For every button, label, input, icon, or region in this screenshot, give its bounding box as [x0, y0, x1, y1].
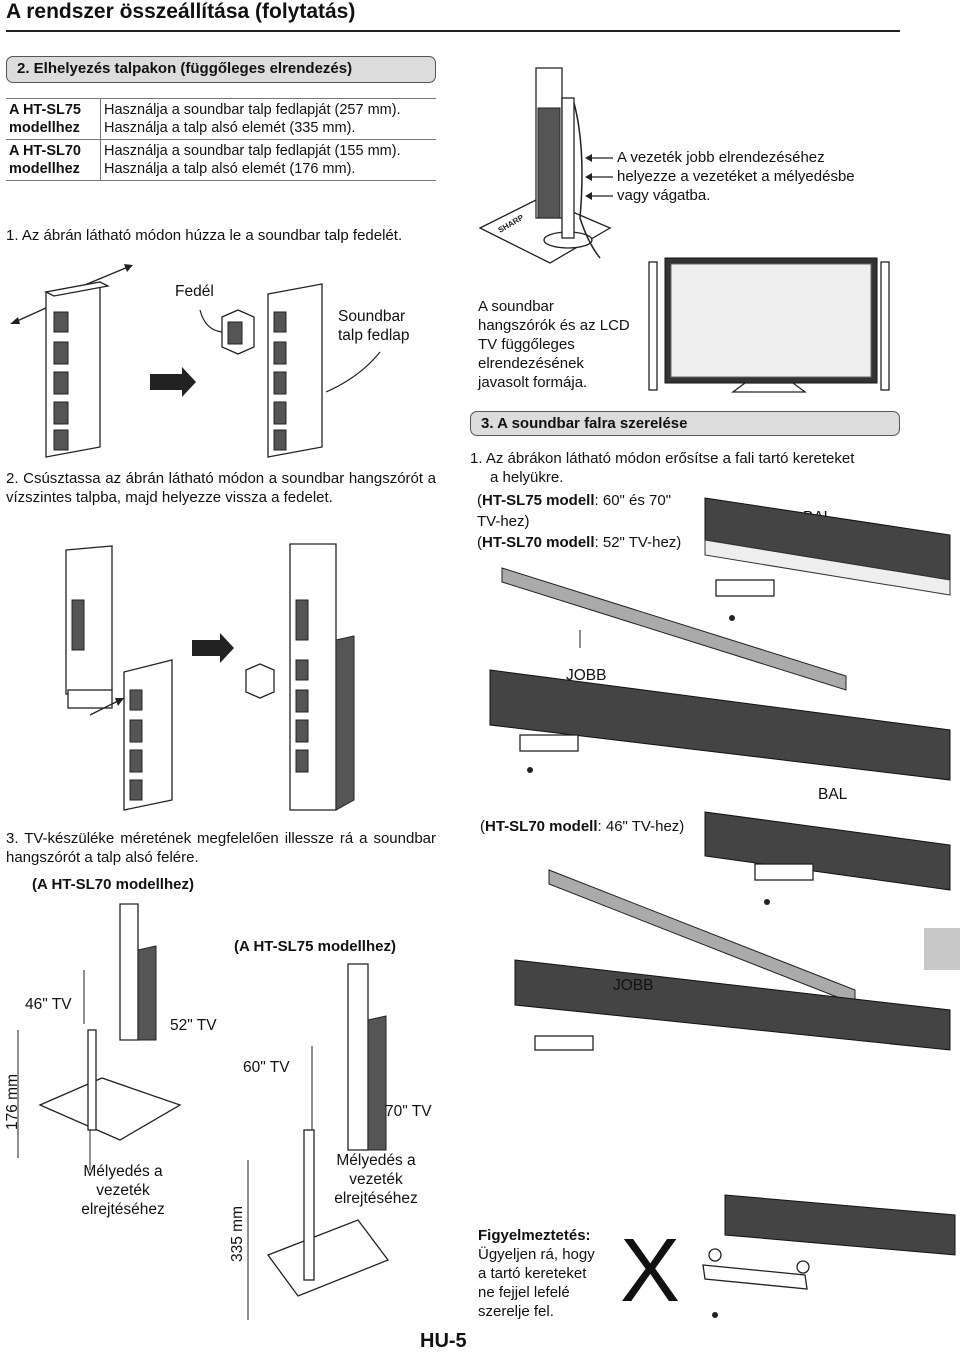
wall-bracket-diagram-a — [489, 497, 951, 781]
tv70-label: 70" TV — [385, 1103, 432, 1120]
step3-text: 3. TV-készüléke méretének megfelelően il… — [6, 830, 436, 866]
stand-sl75 — [247, 963, 390, 1320]
title-rule — [6, 30, 900, 32]
mm176-label: 176 mm — [4, 1074, 21, 1130]
mm335-label: 335 mm — [229, 1206, 246, 1262]
recommended-text: A soundbar hangszórók és az LCD TV függő… — [478, 298, 630, 391]
tv60-label: 60" TV — [243, 1059, 290, 1076]
table-line: Használja a soundbar talp fedlapját (257… — [104, 102, 401, 118]
plate-label: Soundbar talp fedlap — [338, 308, 410, 344]
for-sl70: (A HT-SL70 modellhez) — [32, 876, 194, 893]
table-line: Használja a soundbar talp fedlapját (155… — [104, 143, 401, 159]
label-jobb-b: JOBB — [613, 977, 654, 994]
for-sl75: (A HT-SL75 modellhez) — [234, 938, 396, 955]
wall-bracket-diagram-b — [514, 811, 951, 1051]
table-line: Használja a talp alsó elemét (335 mm). — [104, 120, 356, 136]
warning-title: Figyelmeztetés: — [478, 1227, 591, 1244]
recess-a: Mélyedés a vezeték elrejtéséhez — [81, 1163, 165, 1218]
models-b: (HT-SL70 modell: 46" TV-hez) — [480, 818, 685, 835]
model-suffix: modellhez — [9, 161, 80, 177]
table-line: Használja a talp alsó elemét (176 mm). — [104, 161, 356, 177]
label-jobb-a: JOBB — [566, 667, 607, 684]
x-mark: X — [620, 1221, 681, 1321]
section3-step1: 1. Az ábrákon látható módon erősítse a f… — [470, 450, 855, 486]
upside-down-bracket — [702, 1194, 956, 1318]
section2-heading: 2. Elhelyezés talpakon (függőleges elren… — [6, 56, 436, 83]
tv-with-speakers — [648, 257, 890, 393]
tv52-label: 52" TV — [170, 1017, 217, 1034]
stand-cable-illustration: SHARP — [478, 67, 612, 264]
stand-sl70 — [17, 903, 182, 1170]
step1-text: 1. Az ábrán látható módon húzza le a sou… — [6, 227, 403, 244]
speaker-slide-in — [65, 543, 355, 811]
step2-text: 2. Csúsztassa az ábrán látható módon a s… — [6, 470, 436, 506]
page-title: A rendszer összeállítása (folytatás) — [6, 0, 356, 23]
page-number: HU-5 — [420, 1330, 467, 1352]
table-row: A HT-SL75 modellhez Használja a soundbar … — [6, 98, 436, 140]
side-tab — [924, 928, 960, 970]
cable-note-arrows — [585, 154, 613, 200]
model-table: A HT-SL75 modellhez Használja a soundbar … — [6, 98, 436, 181]
table-row: A HT-SL70 modellhez Használja a soundbar … — [6, 139, 436, 181]
speaker-cover-removal — [10, 264, 381, 458]
label-bal-b: BAL — [818, 786, 848, 803]
cable-note: A vezeték jobb elrendezéséhez helyezze a… — [617, 149, 855, 204]
models-a: (HT-SL75 modell: 60" és 70" TV-hez) (HT-… — [477, 492, 682, 551]
cover-label: Fedél — [175, 283, 214, 300]
recess-b: Mélyedés a vezeték elrejtéséhez — [334, 1152, 418, 1207]
model-name: A HT-SL75 — [9, 102, 81, 118]
tv46-label: 46" TV — [25, 996, 72, 1013]
model-name: A HT-SL70 — [9, 143, 81, 159]
warning-block: Figyelmeztetés: Ügyeljen rá, hogy a tart… — [478, 1227, 595, 1320]
section3-heading: 3. A soundbar falra szerelése — [470, 411, 900, 436]
model-suffix: modellhez — [9, 120, 80, 136]
